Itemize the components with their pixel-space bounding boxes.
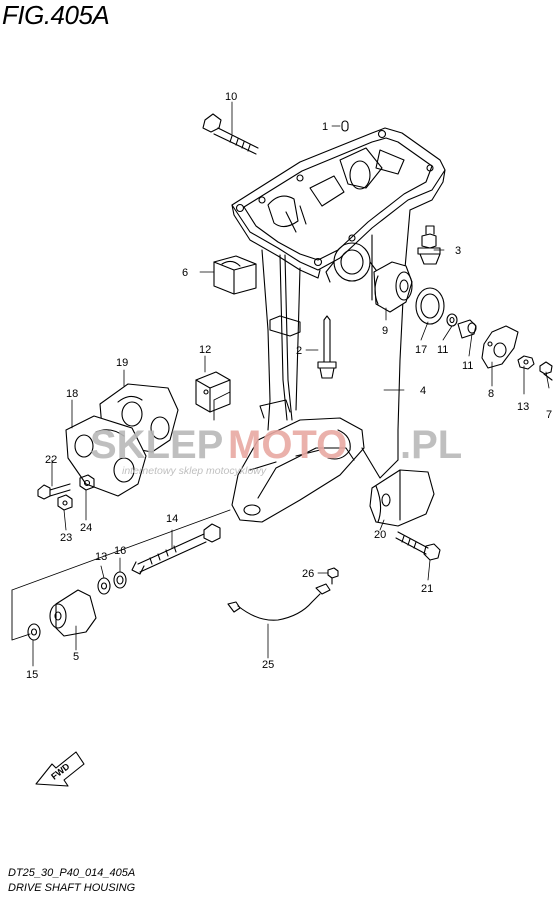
callout-20: 19 (116, 357, 128, 369)
washer-part-11 (446, 313, 477, 339)
watermark-brand-left: SKLEP (90, 423, 223, 467)
callout-5: 5 (73, 651, 79, 663)
pin-part-1 (341, 120, 349, 132)
mount-bush-part-5 (49, 589, 97, 637)
washer-part-17 (113, 571, 127, 589)
callout-2: 2 (296, 345, 302, 357)
seal-ring-part-18 (415, 287, 445, 325)
callout-11a: 11 (437, 344, 448, 356)
callout-6: 6 (182, 267, 188, 279)
callout-21: 20 (374, 529, 386, 541)
callout-3: 3 (455, 245, 461, 257)
bolt-part-23 (37, 483, 71, 500)
callout-labels: 10 1 3 6 9 2 17 11 11 12 19 4 8 13 7 18 … (26, 91, 552, 681)
drive-shaft-housing-part (231, 127, 446, 523)
callout-9: 9 (382, 325, 388, 337)
bolt-part-3 (417, 225, 441, 265)
callout-22: 21 (421, 583, 433, 595)
callout-16: 15 (26, 669, 38, 681)
ground-wire-part-26 (227, 583, 331, 621)
mount-rubber-part-9 (373, 261, 413, 313)
figure-code: DT25_30_P40_014_405A (8, 867, 136, 879)
washer-part-24 (57, 494, 73, 511)
callout-10: 10 (225, 91, 237, 103)
washer-part-16 (27, 623, 41, 641)
callout-8: 8 (488, 388, 494, 400)
nut-part-25 (79, 474, 95, 491)
bracket-plate-part-8 (481, 325, 519, 369)
bolt-part-15 (131, 523, 221, 575)
callout-19: 18 (66, 388, 78, 400)
callout-25: 24 (80, 522, 92, 534)
tube-clip (269, 315, 301, 337)
bracket-part-21 (369, 469, 435, 527)
callout-12: 13 (517, 401, 529, 413)
watermark-brand-mid: MOTO (228, 423, 347, 467)
bolt-part-22 (395, 531, 441, 561)
fwd-arrow-icon (35, 751, 85, 787)
washer-part-14 (97, 577, 111, 595)
callout-17: 16 (114, 545, 126, 557)
callout-18: 17 (415, 344, 427, 356)
callout-23: 22 (45, 454, 57, 466)
bolt-part-2 (317, 315, 337, 379)
callout-24: 23 (60, 532, 72, 544)
watermark: SKLEP MOTO .PL internetowy sklep motocyk… (90, 423, 462, 477)
watermark-brand-right: .PL (400, 423, 462, 467)
bolt-part-10 (202, 113, 259, 155)
callout-14: 13 (95, 551, 107, 563)
leader-lines (32, 101, 550, 667)
callout-13: 12 (199, 344, 211, 356)
bracket-part-13 (195, 371, 231, 413)
callout-26: 25 (262, 659, 274, 671)
callout-7: 7 (546, 409, 552, 421)
figure-name: DRIVE SHAFT HOUSING (8, 882, 136, 894)
watermark-tagline: internetowy sklep motocyklowy (122, 465, 267, 477)
figure-title: FIG.405A (2, 0, 110, 30)
callout-1: 1 (322, 121, 328, 133)
screw-part-27 (327, 567, 339, 585)
subassembly-frame (11, 391, 231, 641)
rubber-block-part-6 (213, 255, 257, 295)
bolt-part-7 (539, 361, 553, 381)
callout-4: 4 (420, 385, 426, 397)
callout-11b: 11 (462, 360, 473, 372)
callout-15: 14 (166, 513, 178, 525)
callout-27: 26 (302, 568, 314, 580)
nut-part-12 (517, 355, 535, 370)
